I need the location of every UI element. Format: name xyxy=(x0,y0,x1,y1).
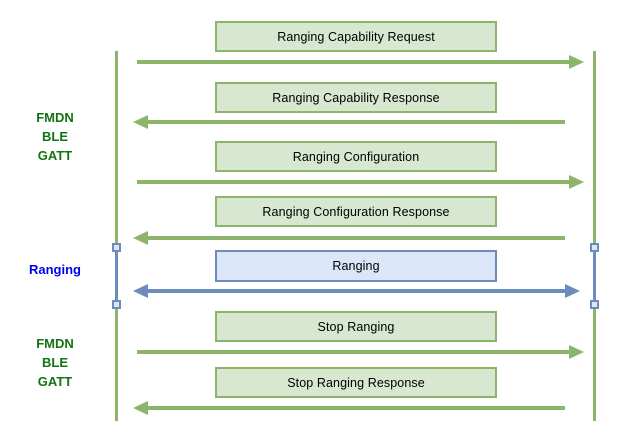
ranging-activation-left xyxy=(115,247,118,304)
message-box-ranging: Ranging xyxy=(215,250,497,282)
phase-label-ranging: Ranging xyxy=(5,262,105,278)
message-arrow-right xyxy=(137,350,569,354)
message-label: Ranging xyxy=(332,259,380,273)
message-arrow-left xyxy=(148,236,565,240)
message-arrow-right xyxy=(137,60,569,64)
lifeline-right xyxy=(593,51,596,421)
phase-label-line: FMDN xyxy=(36,110,74,125)
message-label: Ranging Capability Request xyxy=(277,29,435,44)
message-label: Stop Ranging Response xyxy=(287,375,425,390)
arrowhead-right-icon xyxy=(565,284,580,298)
message-box: Ranging Capability Request xyxy=(215,21,497,52)
arrowhead-right-icon xyxy=(569,345,584,359)
message-label: Ranging Configuration Response xyxy=(262,204,450,219)
arrowhead-left-icon xyxy=(133,284,148,298)
message-box: Ranging Configuration xyxy=(215,141,497,172)
message-label: Ranging Capability Response xyxy=(272,90,440,105)
message-arrow-left xyxy=(148,406,565,410)
message-arrow-right xyxy=(137,180,569,184)
activation-node-square xyxy=(590,243,599,252)
ranging-activation-right xyxy=(593,247,596,304)
message-arrow-left xyxy=(148,120,565,124)
message-label: Ranging Configuration xyxy=(292,149,420,164)
message-box: Ranging Capability Response xyxy=(215,82,497,113)
message-arrow-both xyxy=(148,289,565,293)
message-box: Stop Ranging xyxy=(215,311,497,342)
message-label: Stop Ranging xyxy=(317,319,395,334)
phase-label-line: BLE xyxy=(42,129,68,144)
phase-label-line: FMDN xyxy=(36,336,74,351)
message-box: Stop Ranging Response xyxy=(215,367,497,398)
lifeline-left xyxy=(115,51,118,421)
arrowhead-right-icon xyxy=(569,55,584,69)
activation-node-square xyxy=(112,300,121,309)
arrowhead-right-icon xyxy=(569,175,584,189)
phase-label-fmdn-ble-gatt-bottom: FMDN BLE GATT xyxy=(5,334,105,391)
arrowhead-left-icon xyxy=(133,115,148,129)
phase-label-line: GATT xyxy=(37,374,73,389)
phase-label-line: Ranging xyxy=(29,262,81,277)
phase-label-fmdn-ble-gatt-top: FMDN BLE GATT xyxy=(5,108,105,165)
message-box: Ranging Configuration Response xyxy=(215,196,497,227)
activation-node-square xyxy=(590,300,599,309)
phase-label-line: GATT xyxy=(37,148,73,163)
phase-label-line: BLE xyxy=(42,355,68,370)
arrowhead-left-icon xyxy=(133,231,148,245)
activation-node-square xyxy=(112,243,121,252)
arrowhead-left-icon xyxy=(133,401,148,415)
